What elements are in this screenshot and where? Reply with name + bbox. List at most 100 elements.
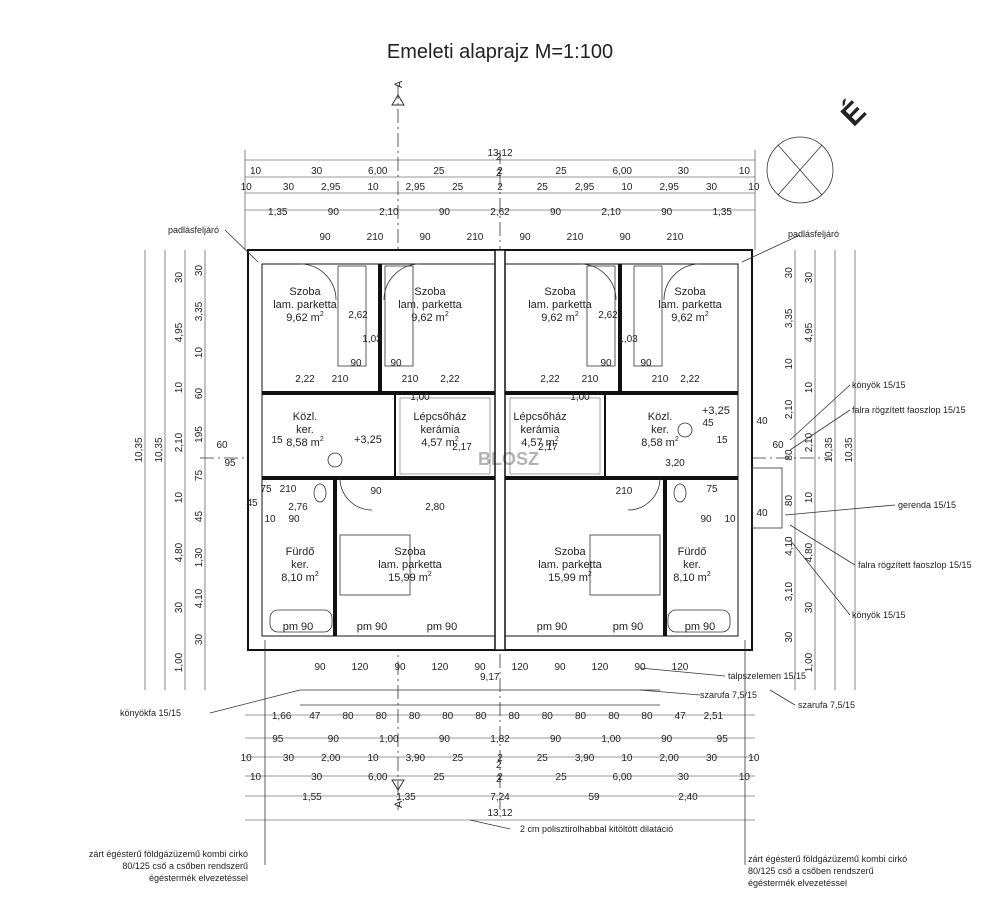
svg-text:80/125 cső a csőben rendszerű: 80/125 cső a csőben rendszerű (122, 861, 248, 871)
dimension-label: 2,80 (425, 502, 445, 513)
dimension-label: 2,95 (575, 182, 595, 193)
dimension-label: 90 (600, 358, 612, 369)
dimension-label: 90 (439, 207, 451, 218)
dimension-label: 90 (319, 232, 331, 243)
dimension-label: 3,35 (194, 301, 205, 321)
dimension-label: 25 (433, 166, 445, 177)
dimension-label: 30 (784, 631, 795, 643)
room-area: 9,62 m2 (541, 311, 579, 324)
dimension-label: 30 (706, 753, 718, 764)
dimension-label: 30 (706, 182, 718, 193)
dimension-label: 10 (804, 492, 815, 504)
dimension-label: 90 (554, 662, 566, 673)
dimension-label: 80 (784, 449, 795, 461)
dimension-label: 1,03 (618, 334, 638, 345)
dimension-label: 30 (283, 753, 295, 764)
dimension-label: 60 (772, 440, 784, 451)
dimension-label: 3,90 (406, 753, 426, 764)
room-label: Közl.ker.8,58 m2 (641, 411, 679, 449)
dimension-label: 90 (288, 514, 300, 525)
room-area: 8,58 m2 (286, 436, 324, 449)
dimension-label: 30 (174, 602, 185, 614)
note-knee2: könyök 15/15 (852, 610, 906, 620)
dimension-label: 10 (194, 347, 205, 359)
dimension-label: 2,40 (678, 792, 698, 803)
dimension-label: 6,00 (368, 772, 388, 783)
axis-label-2c: 2 (496, 760, 502, 771)
dimension-label: 1,66 (272, 711, 292, 722)
note-knee1: könyök 15/15 (852, 380, 906, 390)
dimension-label: 25 (433, 772, 445, 783)
dimension-label: 4,95 (804, 322, 815, 342)
room-floor: lam. parketta (378, 559, 442, 571)
room-name: Szoba (554, 546, 586, 558)
note-boiler-right: zárt égésterű földgázüzemű kombi cirkó 8… (748, 854, 907, 888)
dimension-label: 90 (550, 207, 562, 218)
room-floor: ker. (296, 424, 314, 436)
dimension-label: 90 (619, 232, 631, 243)
dimension-label: 10 (264, 514, 276, 525)
dimension-label: 195 (194, 426, 205, 443)
svg-text:égéstermék elvezetéssel: égéstermék elvezetéssel (149, 873, 248, 883)
dim-bottom-total: 13,12 (487, 808, 512, 819)
dimension-label: 6,00 (612, 166, 632, 177)
room-area: 8,10 m2 (673, 571, 711, 584)
room-name: Közl. (293, 411, 317, 423)
room-area: 9,62 m2 (411, 311, 449, 324)
dimension-label: 2,95 (406, 182, 426, 193)
dimension-label: 10 (621, 753, 633, 764)
dimension-label: 30 (194, 634, 205, 646)
room-floor: lam. parketta (538, 559, 602, 571)
dimension-label: 25 (556, 166, 568, 177)
dimension-label: 2,76 (288, 502, 308, 513)
room-floor: lam. parketta (273, 299, 337, 311)
note-post2: falra rögzített faoszlop 15/15 (858, 560, 972, 570)
dimension-label: 90 (370, 486, 382, 497)
dimension-label: 2,62 (598, 310, 618, 321)
dimension-label: 30 (678, 166, 690, 177)
dimension-label: 90 (394, 662, 406, 673)
dimension-label: 210 (567, 232, 584, 243)
note-post1: falra rögzített faoszlop 15/15 (852, 405, 966, 415)
dimension-label: 90 (661, 207, 673, 218)
room-area: 9,62 m2 (286, 311, 324, 324)
dimension-label: 80 (409, 711, 421, 722)
level-left: +3,25 (354, 434, 382, 446)
dimension-label: 60 (194, 388, 205, 400)
dimension-label: 30 (804, 272, 815, 284)
dimension-label: 2,22 (540, 374, 560, 385)
dimension-label: 10,35 (824, 437, 835, 462)
room-floor: kerámia (520, 424, 560, 436)
dimension-label: 80 (575, 711, 587, 722)
axis-label-2b: 2 (496, 168, 502, 179)
dimension-label: 210 (582, 374, 599, 385)
dimension-label: 90 (550, 734, 562, 745)
room-area: 8,58 m2 (641, 436, 679, 449)
dimension-label: 80 (641, 711, 653, 722)
note-rafter2: szarufa 7,5/15 (798, 700, 855, 710)
section-marker-bottom: A (393, 800, 405, 808)
dimension-label: 80 (442, 711, 454, 722)
dimension-label: 2,10 (601, 207, 621, 218)
dimension-label: 90 (328, 207, 340, 218)
dimension-label: 10 (804, 382, 815, 394)
bottom-dimension-lines (245, 714, 755, 821)
note-bracket: könyökfa 15/15 (120, 708, 181, 718)
section-marker-top: A (393, 80, 405, 88)
room-name: Közl. (648, 411, 672, 423)
dimension-label: 2,95 (321, 182, 341, 193)
dimension-label: 2,00 (659, 753, 679, 764)
fixture-label: pm 90 (357, 621, 388, 633)
dimension-label: 4,80 (804, 542, 815, 562)
dimension-label: 80 (475, 711, 487, 722)
dimension-label: 25 (537, 182, 549, 193)
dimension-label: 10 (621, 182, 633, 193)
dimension-label: 1,00 (174, 652, 185, 672)
room-name: Fürdő (286, 546, 315, 558)
dimension-label: 90 (519, 232, 531, 243)
